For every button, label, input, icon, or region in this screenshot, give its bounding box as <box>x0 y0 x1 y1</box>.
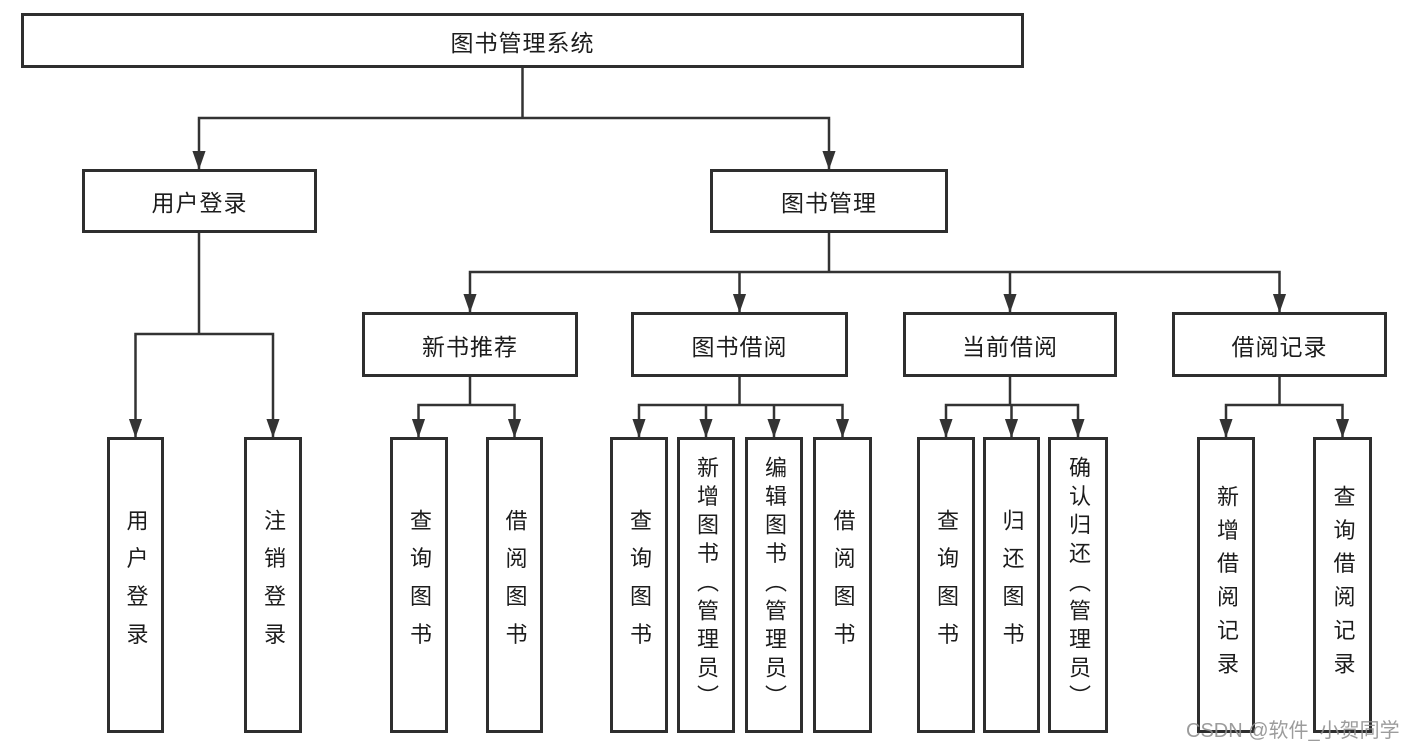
leaf-br-add-record-label: 新增借阅记录 <box>1214 484 1239 686</box>
node-library-system-label: 图书管理系统 <box>450 29 595 56</box>
leaf-br-query-record-label: 查询借阅记录 <box>1330 484 1356 686</box>
leaf-cb-return-books-label: 归还图书 <box>999 509 1025 661</box>
leaf-nbr-query-books-label: 查询图书 <box>407 509 432 661</box>
leaf-bb-borrow-books-label: 借阅图书 <box>830 509 856 661</box>
node-book-management-label: 图书管理 <box>781 190 877 216</box>
leaf-cb-return-books: 归还图书 <box>983 437 1040 733</box>
node-book-borrowing: 图书借阅 <box>631 312 848 377</box>
leaf-nbr-query-books: 查询图书 <box>390 437 448 733</box>
node-borrow-records-label: 借阅记录 <box>1231 333 1328 360</box>
node-current-borrowing-label: 当前借阅 <box>962 333 1058 360</box>
leaf-cb-query-books-label: 查询图书 <box>934 509 959 661</box>
leaf-logout: 注销登录 <box>244 437 302 733</box>
leaf-nbr-borrow-books-label: 借阅图书 <box>502 509 528 661</box>
node-user-login-label: 用户登录 <box>151 190 248 216</box>
leaf-br-query-record: 查询借阅记录 <box>1313 437 1372 733</box>
leaf-cb-confirm-return-admin: 确认归还（管理员） <box>1048 437 1108 733</box>
node-new-book-recommend-label: 新书推荐 <box>422 333 518 360</box>
node-book-management: 图书管理 <box>710 169 948 233</box>
leaf-bb-add-book-admin: 新增图书（管理员） <box>677 437 735 733</box>
node-borrow-records: 借阅记录 <box>1172 312 1387 377</box>
node-library-system: 图书管理系统 <box>21 13 1024 68</box>
node-book-borrowing-label: 图书借阅 <box>691 333 788 360</box>
node-new-book-recommend: 新书推荐 <box>362 312 578 377</box>
leaf-br-add-record: 新增借阅记录 <box>1197 437 1255 733</box>
csdn-watermark: CSDN @软件_小贺同学 <box>1186 720 1400 742</box>
node-current-borrowing: 当前借阅 <box>903 312 1117 377</box>
leaf-bb-query-books-label: 查询图书 <box>627 509 652 661</box>
node-user-login: 用户登录 <box>82 169 317 233</box>
leaf-cb-query-books: 查询图书 <box>917 437 975 733</box>
leaf-bb-borrow-books: 借阅图书 <box>813 437 872 733</box>
leaf-bb-edit-book-admin-label: 编辑图书（管理员） <box>762 456 787 714</box>
leaf-bb-add-book-admin-label: 新增图书（管理员） <box>694 456 719 714</box>
leaf-nbr-borrow-books: 借阅图书 <box>486 437 543 733</box>
leaf-user-login: 用户登录 <box>107 437 164 733</box>
leaf-cb-confirm-return-admin-label: 确认归还（管理员） <box>1066 456 1091 714</box>
leaf-bb-query-books: 查询图书 <box>610 437 668 733</box>
leaf-user-login-label: 用户登录 <box>123 509 149 661</box>
leaf-logout-label: 注销登录 <box>261 509 286 661</box>
leaf-bb-edit-book-admin: 编辑图书（管理员） <box>745 437 803 733</box>
